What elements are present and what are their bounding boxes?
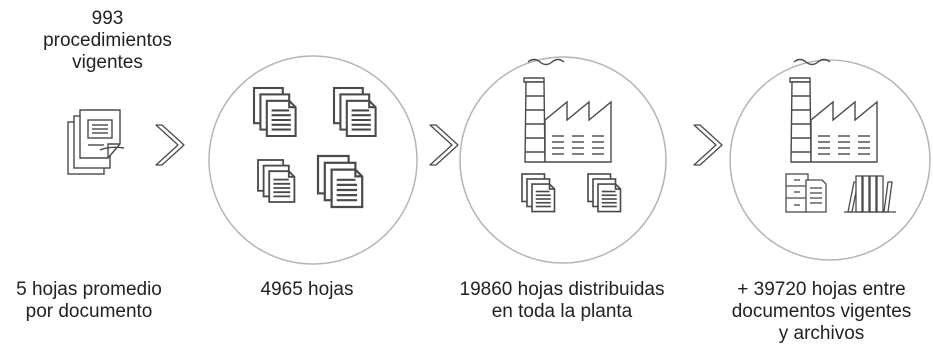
- step-circle: [208, 55, 418, 265]
- chevron-right-icon: [155, 124, 185, 166]
- step-4-label: + 39720 hojas entre documentos vigentes …: [731, 279, 912, 344]
- step-circle: [459, 56, 667, 264]
- step-3-label: 19860 hojas distribuidas en toda la plan…: [459, 279, 665, 322]
- factory-with-archives-icon: [785, 58, 896, 213]
- procedures-count-label: 993 procedimientos vigentes: [43, 8, 172, 73]
- step-circle: [729, 59, 931, 261]
- chevron-right-icon: [429, 124, 459, 166]
- document-stacks-icon: [252, 86, 377, 209]
- step-2-label: 4965 hojas: [260, 279, 354, 300]
- step-1-label: 5 hojas promedio por documento: [16, 279, 162, 322]
- chevron-right-icon: [693, 124, 723, 166]
- single-document-stack-icon: [67, 109, 125, 175]
- factory-with-documents-icon: [521, 58, 622, 213]
